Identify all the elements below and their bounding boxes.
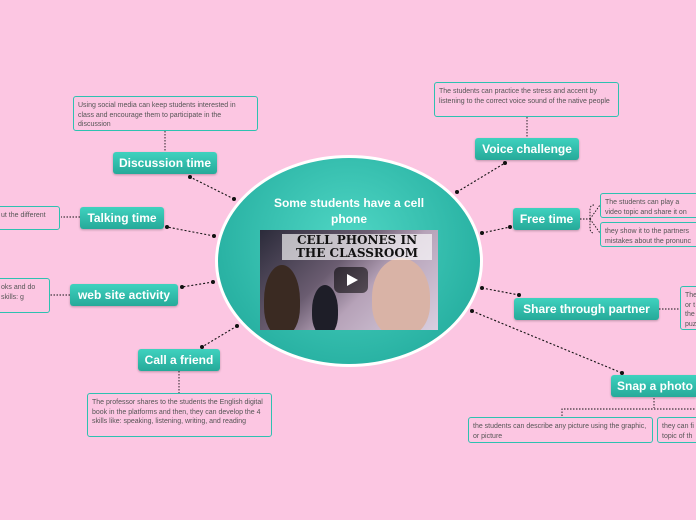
video-poster-title: CELL PHONES IN THE CLASSROOM — [282, 234, 432, 260]
topic-voice-challenge[interactable]: Voice challenge — [475, 138, 579, 160]
note-web-site: oks and do skills: g — [0, 278, 50, 313]
topic-share-through-partner[interactable]: Share through partner — [514, 298, 659, 320]
topic-web-site-activity[interactable]: web site activity — [70, 284, 178, 306]
note-free-time-2: they show it to the partners mistakes ab… — [600, 222, 696, 247]
note-call-friend: The professor shares to the students the… — [87, 393, 272, 437]
note-snap-1: the students can describe any picture us… — [468, 417, 653, 443]
note-discussion: Using social media can keep students int… — [73, 96, 258, 131]
topic-free-time[interactable]: Free time — [513, 208, 580, 230]
topic-snap-a-photo[interactable]: Snap a photo — [611, 375, 696, 397]
topic-discussion-time[interactable]: Discussion time — [113, 152, 217, 174]
note-share-partner: The or t the puz — [680, 286, 696, 330]
note-voice: The students can practice the stress and… — [434, 82, 619, 117]
note-snap-2: they can fi topic of th — [657, 417, 696, 443]
topic-talking-time[interactable]: Talking time — [80, 207, 164, 229]
video-thumbnail[interactable]: CELL PHONES IN THE CLASSROOM — [260, 230, 438, 330]
play-icon[interactable] — [334, 267, 368, 293]
note-free-time-1: The students can play a video topic and … — [600, 193, 696, 218]
note-talking: ut the different — [0, 206, 60, 230]
central-topic-title: Some students have a cell phone — [273, 196, 425, 226]
video-person-middle — [312, 285, 338, 330]
topic-call-a-friend[interactable]: Call a friend — [138, 349, 220, 371]
video-person-right — [372, 258, 430, 330]
video-person-left — [264, 265, 300, 330]
